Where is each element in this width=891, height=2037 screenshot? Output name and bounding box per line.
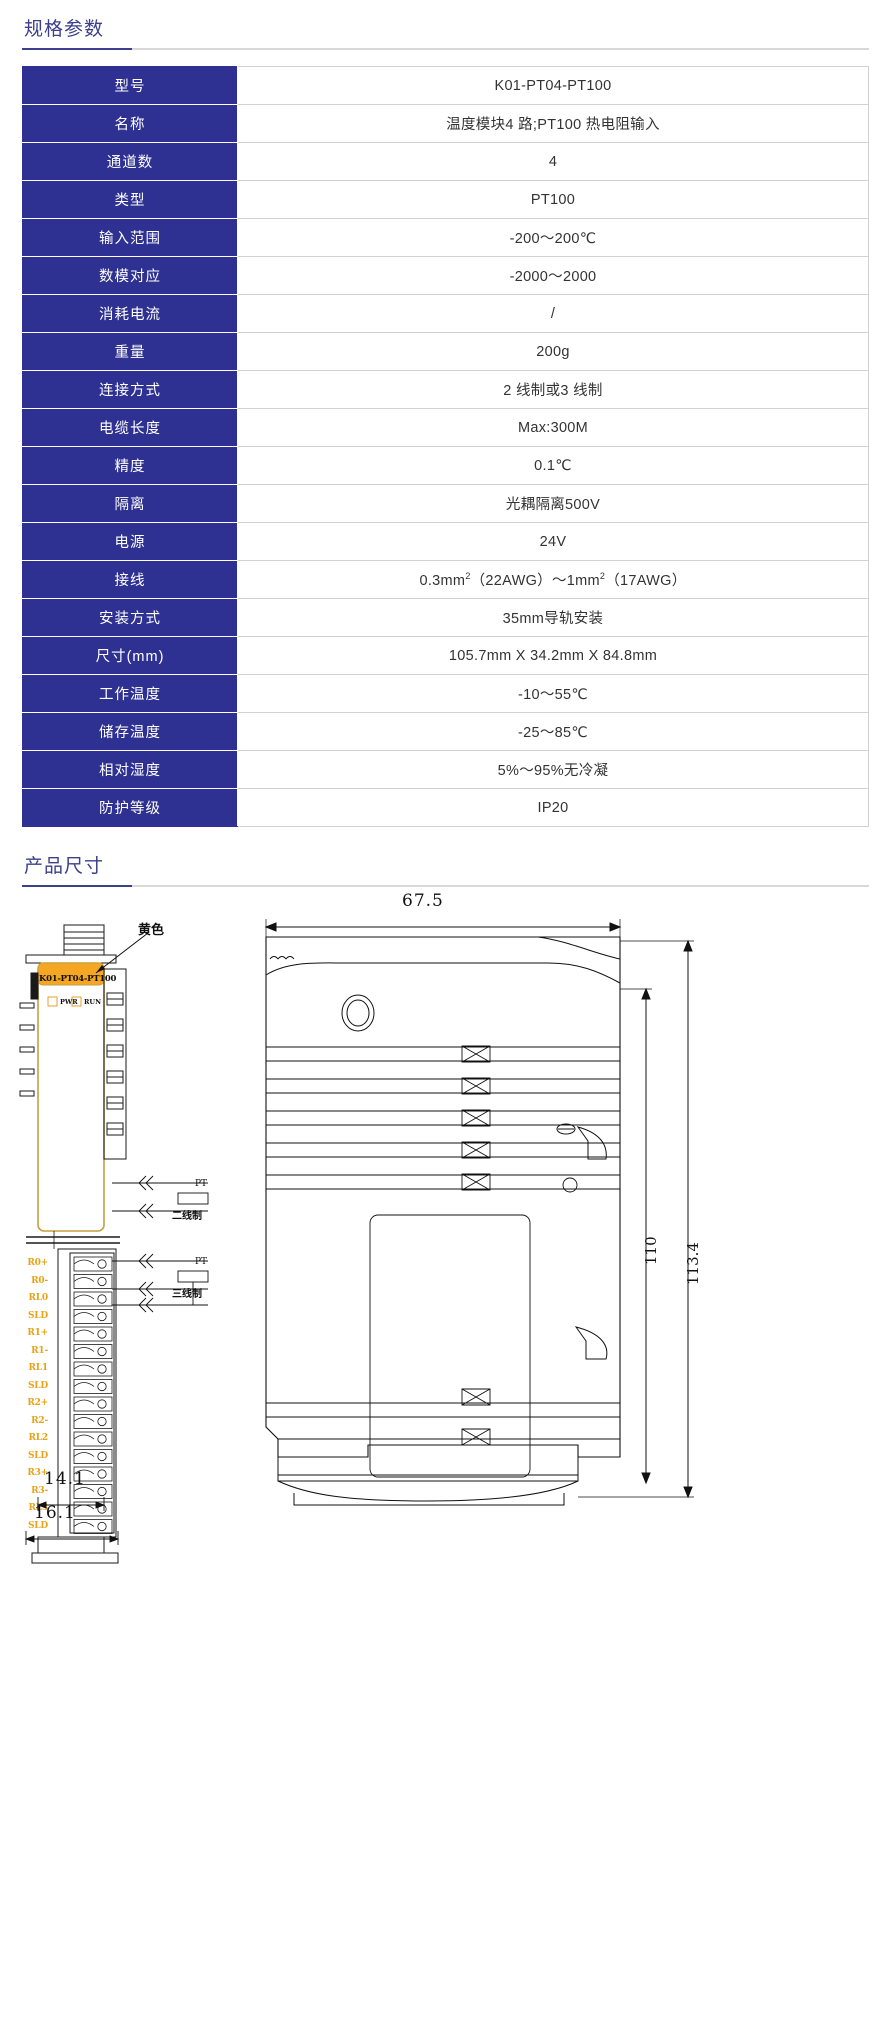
terminal-label-r3plus: R3+ — [27, 1468, 48, 1478]
pt-device-label-3wire: PT — [194, 1257, 208, 1267]
terminal-label-rl1: RL1 — [28, 1363, 49, 1373]
terminal-label-sld: SLD — [27, 1380, 48, 1391]
table-row: 隔离光耦隔离500V — [22, 484, 869, 523]
wiring-mode-3wire: 三线制 — [172, 1289, 202, 1300]
front-width-outer-dimension: 16.1 — [34, 1503, 76, 1523]
spec-value-cell: 4 — [237, 142, 869, 181]
spec-key-cell: 名称 — [22, 104, 238, 143]
terminal-label-r2plus: R2+ — [27, 1398, 48, 1408]
spec-key-cell: 隔离 — [22, 484, 238, 523]
pt-device-label-2wire: PT — [194, 1179, 208, 1189]
callout-yellow-label: 黄色 — [138, 922, 165, 937]
side-width-dimension: 67.5 — [402, 891, 444, 911]
spec-value-cell: PT100 — [237, 180, 869, 219]
terminal-label-r1minus: R1- — [31, 1345, 48, 1356]
table-row: 数模对应-2000～2000 — [22, 256, 869, 295]
spec-value-cell: 温度模块4 路;PT100 热电阻输入 — [237, 104, 869, 143]
dimensions-section-divider — [22, 885, 869, 887]
spec-key-cell: 储存温度 — [22, 712, 238, 751]
terminal-label-r3minus: R3- — [31, 1485, 48, 1496]
spec-key-cell: 工作温度 — [22, 674, 238, 713]
spec-key-cell: 相对湿度 — [22, 750, 238, 789]
table-row: 输入范围-200～200℃ — [22, 218, 869, 257]
spec-key-cell: 数模对应 — [22, 256, 238, 295]
spec-value-cell: 2 线制或3 线制 — [237, 370, 869, 409]
spec-key-cell: 通道数 — [22, 142, 238, 181]
spec-value-cell: 200g — [237, 332, 869, 371]
spec-key-cell: 重量 — [22, 332, 238, 371]
spec-key-cell: 型号 — [22, 66, 238, 105]
spec-key-cell: 电缆长度 — [22, 408, 238, 447]
terminal-label-sld: SLD — [27, 1520, 48, 1531]
spec-key-cell: 连接方式 — [22, 370, 238, 409]
module-name-label: K01-PT04-PT100 — [39, 974, 117, 984]
front-width-inner-dimension: 14.1 — [44, 1469, 86, 1489]
spec-section: 规格参数 — [0, 14, 891, 50]
spec-key-cell: 接线 — [22, 560, 238, 599]
spec-value-cell: 0.1℃ — [237, 446, 869, 485]
side-height-outer-dimension: 113.4 — [684, 1242, 702, 1285]
wiring-mode-2wire: 二线制 — [172, 1211, 202, 1222]
table-row: 尺寸(mm)105.7mm X 34.2mm X 84.8mm — [22, 636, 869, 675]
spec-key-cell: 安装方式 — [22, 598, 238, 637]
spec-key-cell: 输入范围 — [22, 218, 238, 257]
side-height-inner-dimension: 110 — [642, 1236, 660, 1265]
spec-key-cell: 尺寸(mm) — [22, 636, 238, 675]
spec-value-cell: Max:300M — [237, 408, 869, 447]
terminal-label-sld: SLD — [27, 1450, 48, 1461]
terminal-label-r0minus: R0- — [31, 1275, 48, 1286]
table-row: 名称温度模块4 路;PT100 热电阻输入 — [22, 104, 869, 143]
terminal-label-sld: SLD — [27, 1310, 48, 1321]
spec-value-cell: 5%～95%无冷凝 — [237, 750, 869, 789]
spec-value-cell: 24V — [237, 522, 869, 561]
dimensions-section: 产品尺寸 — [0, 851, 891, 887]
spec-value-cell: K01-PT04-PT100 — [237, 66, 869, 105]
spec-value-cell: / — [237, 294, 869, 333]
terminal-label-rl2: RL2 — [28, 1433, 49, 1443]
spec-section-divider — [22, 48, 869, 50]
spec-section-title: 规格参数 — [24, 19, 105, 40]
spec-value-cell: -2000～2000 — [237, 256, 869, 295]
table-row: 工作温度-10～55℃ — [22, 674, 869, 713]
spec-value-cell: 0.3mm2（22AWG）～1mm2（17AWG） — [237, 560, 869, 599]
spec-key-cell: 电源 — [22, 522, 238, 561]
spec-key-cell: 消耗电流 — [22, 294, 238, 333]
table-row: 储存温度-25～85℃ — [22, 712, 869, 751]
led-label-run: RUN — [84, 998, 102, 1006]
spec-value-cell: -25～85℃ — [237, 712, 869, 751]
dimensions-section-title: 产品尺寸 — [24, 856, 105, 877]
spec-value-cell: -10～55℃ — [237, 674, 869, 713]
spec-key-cell: 防护等级 — [22, 788, 238, 827]
led-label-pwr: PWR — [60, 998, 78, 1006]
spec-value-cell: IP20 — [237, 788, 869, 827]
spec-value-cell: -200～200℃ — [237, 218, 869, 257]
spec-key-cell: 类型 — [22, 180, 238, 219]
terminal-label-r1plus: R1+ — [27, 1328, 48, 1338]
terminal-label-rl0: RL0 — [28, 1293, 49, 1303]
spec-key-cell: 精度 — [22, 446, 238, 485]
spec-value-cell: 105.7mm X 34.2mm X 84.8mm — [237, 636, 869, 675]
terminal-label-r2minus: R2- — [31, 1415, 48, 1426]
spec-value-cell: 35mm导轨安装 — [237, 598, 869, 637]
spec-value-cell: 光耦隔离500V — [237, 484, 869, 523]
table-row: 消耗电流/ — [22, 294, 869, 333]
terminal-label-r0plus: R0+ — [27, 1258, 48, 1268]
